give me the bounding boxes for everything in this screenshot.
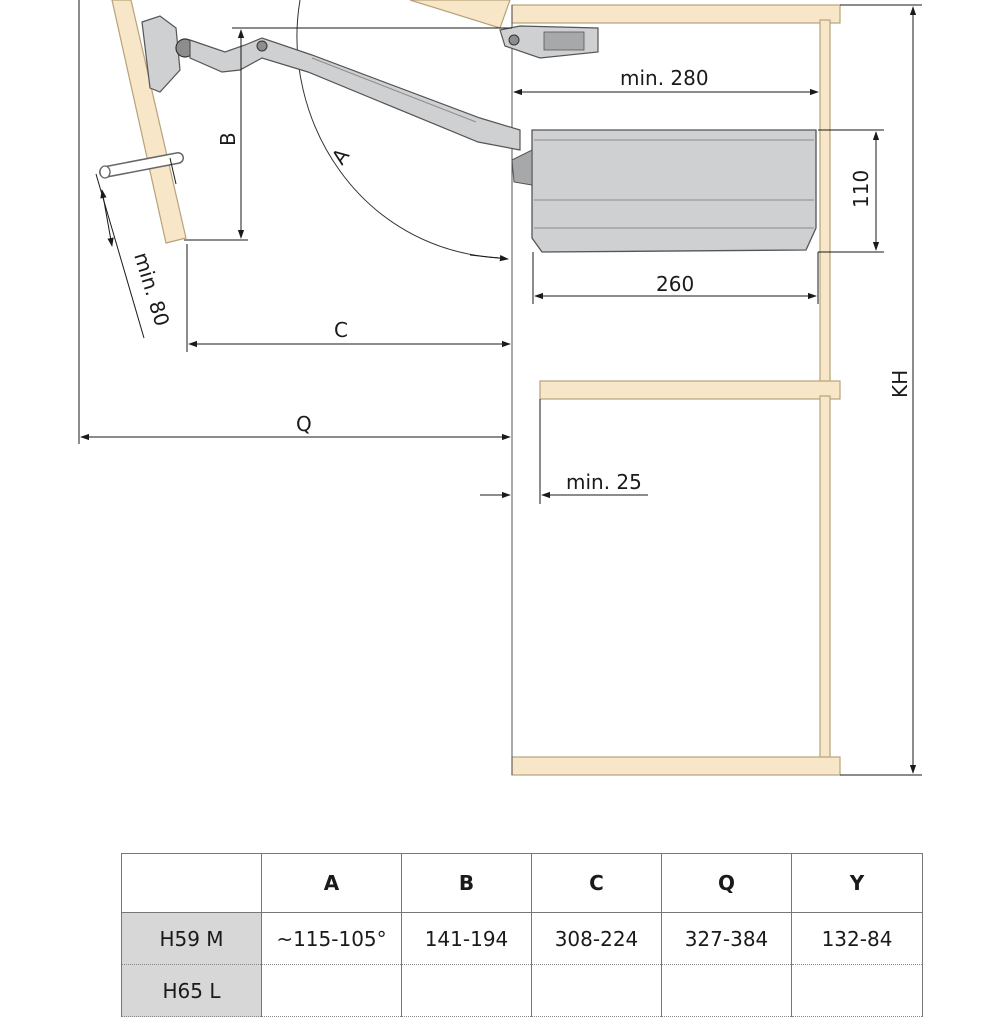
dim-min-25: min. 25 [480, 399, 648, 504]
cabinet-right-panel-lower [819, 395, 831, 759]
cell-q: 327-384 [661, 912, 792, 965]
cell-q [661, 964, 792, 1017]
label-c: C [334, 318, 348, 342]
dim-c: C [186, 244, 511, 352]
cell-b [401, 964, 532, 1017]
dim-q: Q [78, 0, 511, 444]
cell-y: 132-84 [791, 912, 923, 965]
mechanism-housing [531, 129, 817, 253]
cabinet-top-panel [511, 4, 841, 24]
closed-flap-edge [409, 0, 511, 29]
row-model: H65 L [121, 964, 262, 1017]
dim-260: 260 [532, 252, 819, 304]
cabinet-right-panel-upper [819, 19, 831, 387]
header-b: B [401, 853, 532, 913]
label-a: A [327, 144, 355, 169]
cabinet [511, 4, 841, 776]
dim-min-280: min. 280 [513, 66, 819, 96]
label-min-80: min. 80 [129, 249, 174, 329]
header-model [121, 853, 262, 913]
label-q: Q [296, 412, 312, 436]
label-110: 110 [849, 170, 873, 208]
table-header-row: A B C Q Y [121, 853, 923, 913]
label-min-280: min. 280 [620, 66, 709, 90]
cabinet-bottom-panel [511, 756, 841, 776]
cell-a: ~115-105° [261, 912, 402, 965]
header-a: A [261, 853, 402, 913]
label-260: 260 [656, 272, 694, 296]
table-row: H59 M ~115-105° 141-194 308-224 327-384 … [121, 912, 923, 965]
fitting-diagram: min. 280 110 260 B A min. 80 C [78, 0, 922, 776]
label-b: B [216, 132, 240, 146]
cell-c [531, 964, 662, 1017]
cell-b: 141-194 [401, 912, 532, 965]
dim-kh: KH [840, 4, 922, 776]
dim-110: 110 [818, 129, 884, 253]
cell-a [261, 964, 402, 1017]
header-c: C [531, 853, 662, 913]
dim-b: B [184, 27, 512, 241]
header-y: Y [791, 853, 923, 913]
row-model: H59 M [121, 912, 262, 965]
dimension-table: A B C Q Y H59 M ~115-105° 141-194 308-22… [121, 853, 923, 1017]
flap-bracket [141, 15, 181, 93]
opening-arc [296, 0, 501, 259]
lift-mechanism [141, 15, 817, 253]
table-row: H65 L [121, 964, 923, 1017]
label-kh: KH [888, 370, 912, 398]
cell-y [791, 964, 923, 1017]
cell-c: 308-224 [531, 912, 662, 965]
lift-arm [189, 37, 521, 151]
cabinet-shelf [539, 380, 841, 400]
label-min-25: min. 25 [566, 470, 642, 494]
handle [99, 152, 184, 179]
header-q: Q [661, 853, 792, 913]
